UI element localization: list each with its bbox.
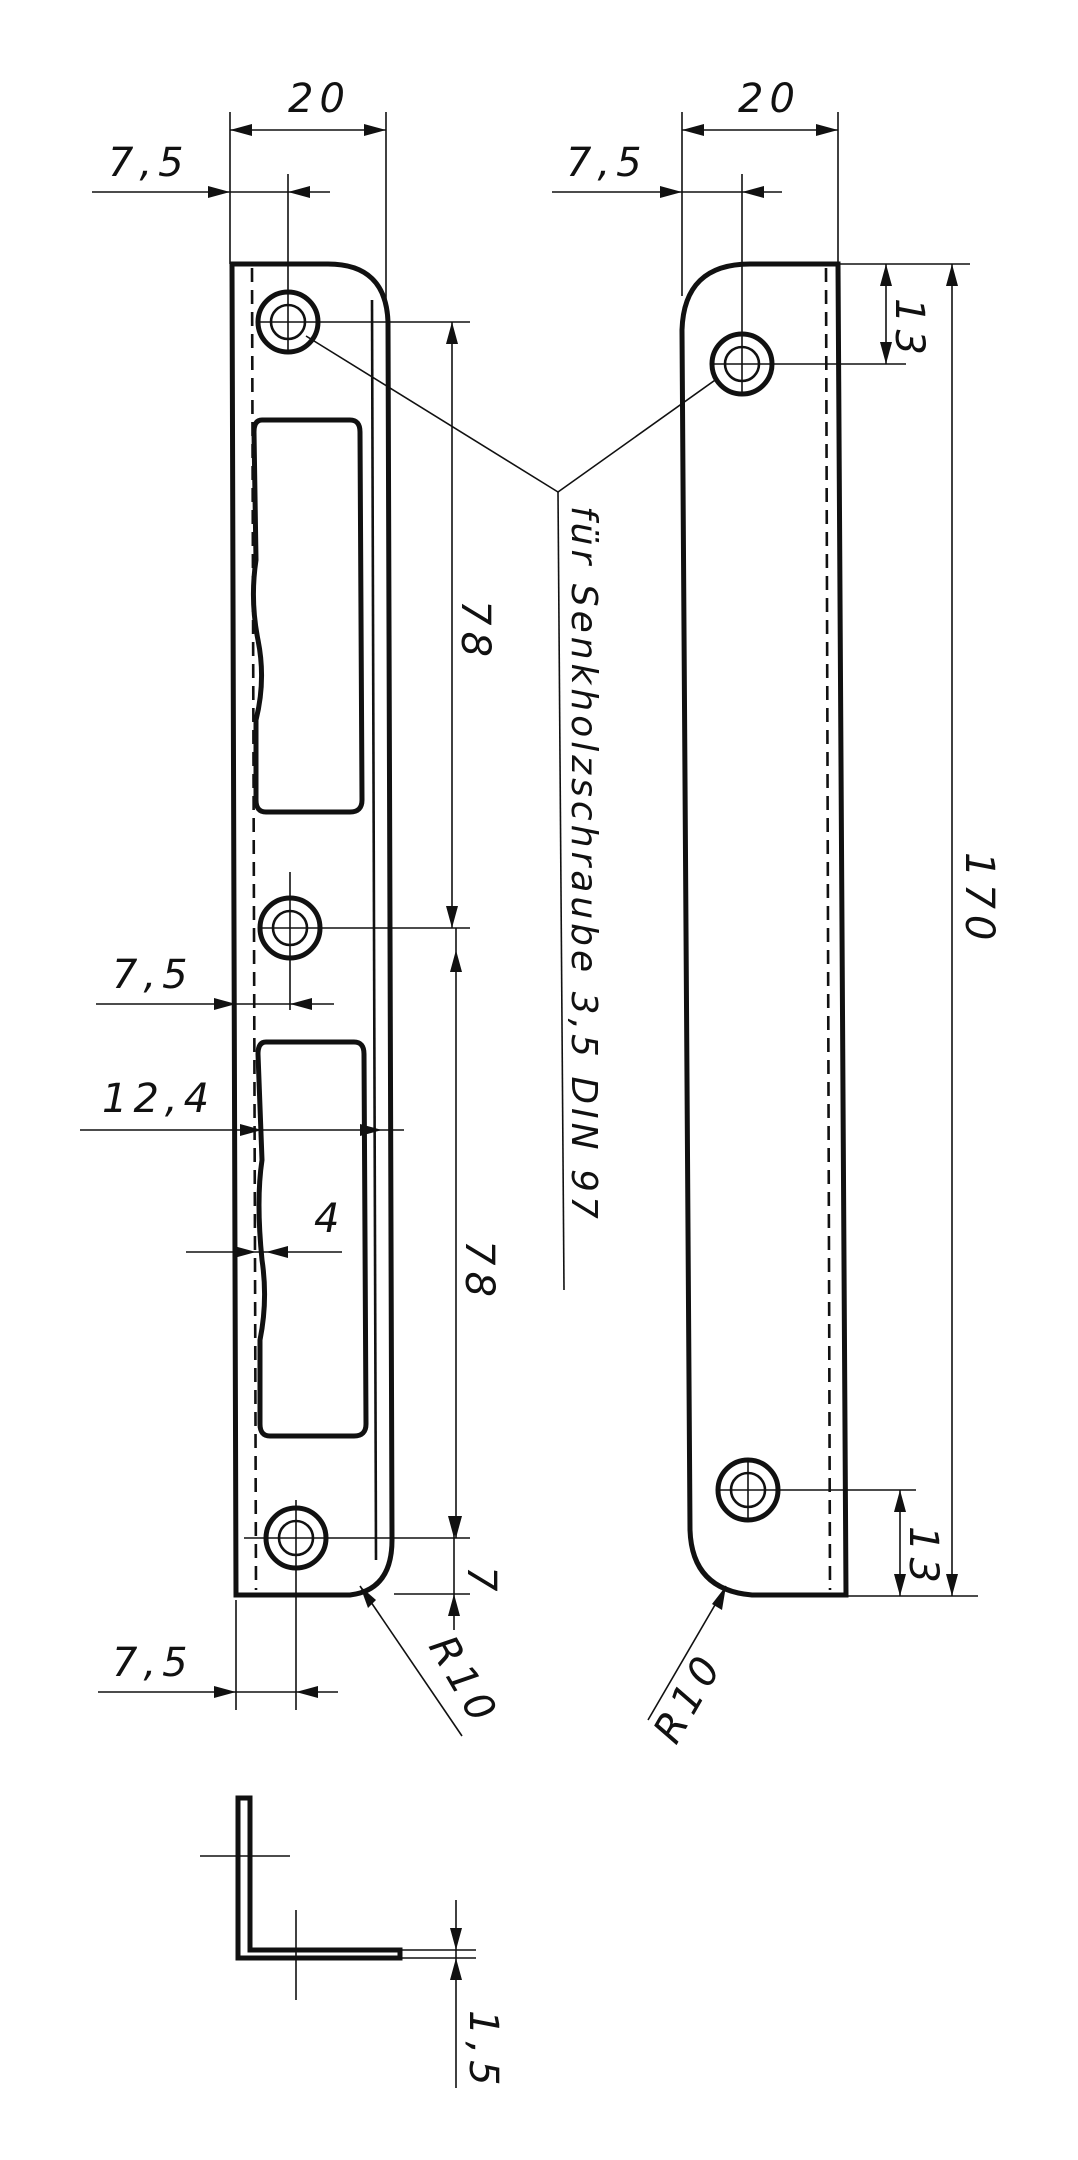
profile-l-shape (235, 1795, 403, 1961)
dim-width-right-label: 20 (738, 76, 801, 122)
dim-offset-bottom-left-label: 7,5 (112, 1640, 194, 1686)
left-upper-opening (250, 417, 365, 815)
dimension-total-length: 170 (946, 264, 1002, 1596)
dimension-radius-right: R10 (645, 1585, 733, 1751)
profile-section: 1,5 (200, 1795, 506, 2092)
dim-width-left-label: 20 (288, 76, 351, 122)
dim-offset-top-right-label: 7,5 (566, 140, 648, 186)
dim-spacing-upper-label: 78 (452, 600, 498, 663)
dimension-offset-bottom-left: 7,5 (98, 1600, 338, 1710)
dim-radius-right-label: R10 (645, 1644, 733, 1751)
dimension-spacing-upper: 78 (446, 322, 498, 928)
right-screw-hole-bottom (715, 1457, 916, 1523)
dim-offset-12-4-label: 12,4 (102, 1076, 215, 1122)
dimension-offset-top-left: 7,5 (92, 140, 330, 198)
dimension-bottom-7: 7 (394, 1516, 504, 1630)
dim-bottom-13-label: 13 (900, 1526, 946, 1589)
dim-offset-top-left-label: 7,5 (108, 140, 190, 186)
dim-depth-4-label: 4 (314, 1196, 345, 1242)
screw-note: für Senkholzschraube 3,5 DIN 97 (563, 506, 604, 1223)
dimension-offset-top-right: 7,5 (552, 140, 782, 198)
dimension-width-left: 20 (229, 76, 387, 300)
dim-offset-mid-left-label: 7,5 (112, 952, 194, 998)
dim-radius-left-label: R10 (419, 1628, 507, 1735)
dimension-bottom-13: 13 (846, 1490, 978, 1597)
right-plate-inner-edge (836, 263, 848, 1596)
dimension-radius-left: R10 (359, 1585, 508, 1737)
dimension-spacing-lower: 78 (450, 928, 502, 1538)
right-strike-plate (679, 174, 916, 1598)
left-screw-hole-middle (257, 872, 470, 1010)
left-screw-hole-top (255, 174, 470, 355)
left-lower-opening (255, 1039, 369, 1439)
left-plate-inner-edge (370, 299, 378, 1561)
dimension-top-13: 13 (838, 263, 970, 364)
dimension-offset-12-4: 12,4 (80, 1076, 404, 1136)
dim-thickness-label: 1,5 (460, 2010, 506, 2092)
right-plate-dashed-edge (824, 267, 832, 1591)
dim-total-length-label: 170 (956, 852, 1002, 946)
note-leaders (305, 335, 719, 1291)
dim-spacing-lower-label: 78 (456, 1240, 502, 1303)
right-plate-outline (679, 261, 849, 1598)
left-screw-hole-bottom (244, 1500, 470, 1710)
right-screw-hole-top (709, 174, 906, 397)
dim-top-13-label: 13 (886, 298, 932, 361)
dimension-depth-4: 4 (186, 1196, 345, 1258)
dimension-offset-mid-left: 7,5 (96, 952, 334, 1010)
dimension-width-right: 20 (681, 76, 839, 296)
left-strike-plate (229, 174, 470, 1710)
dim-bottom-7-label: 7 (458, 1566, 504, 1597)
